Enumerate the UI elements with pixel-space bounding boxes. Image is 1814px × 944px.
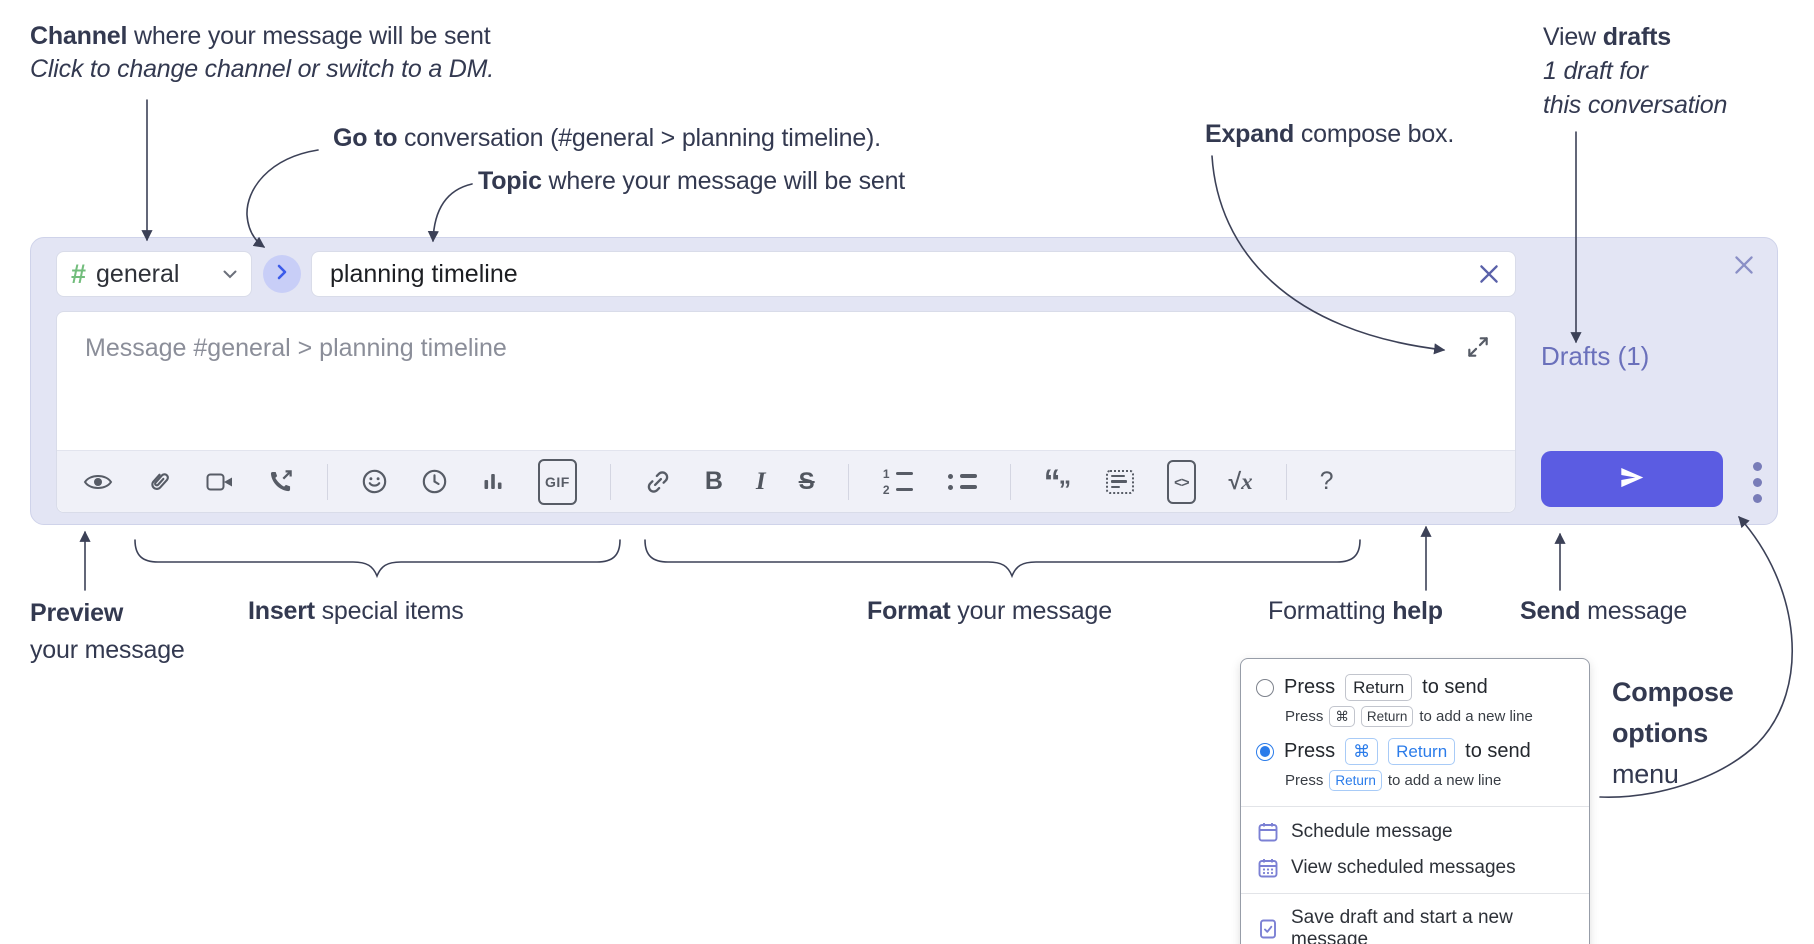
brace-format xyxy=(644,539,1361,579)
gif-icon[interactable]: GIF xyxy=(538,458,577,505)
poll-icon[interactable] xyxy=(481,464,505,500)
annotation-insert: Insert special items xyxy=(248,597,464,625)
menu-separator xyxy=(1241,893,1589,894)
radio-cmd-enter-to-send-hint: Press Return to add a new line xyxy=(1285,770,1502,791)
annotation-expand: Expand compose box. xyxy=(1205,120,1455,148)
radio-selected-icon[interactable] xyxy=(1256,742,1274,761)
annotation-topic: Topic where your message will be sent xyxy=(478,167,906,195)
kbd-return: Return xyxy=(1388,738,1456,765)
topic-field-wrap xyxy=(311,251,1516,297)
channel-hash-icon: # xyxy=(71,258,87,289)
annotation-compose-options: Compose options menu xyxy=(1612,677,1734,789)
brace-insert xyxy=(134,539,621,579)
clear-topic-icon[interactable] xyxy=(1476,261,1502,287)
menu-separator xyxy=(1241,806,1589,807)
menu-item-save-draft[interactable]: Save draft and start a new message xyxy=(1241,901,1589,944)
toolbar-divider xyxy=(609,463,611,500)
go-to-conversation-button[interactable] xyxy=(263,255,301,293)
kbd-cmd: ⌘ xyxy=(1329,706,1355,727)
radio-unselected-icon[interactable] xyxy=(1256,678,1274,697)
annotation-view-drafts: View drafts 1 draft for this conversatio… xyxy=(1543,23,1728,119)
arrow-goto xyxy=(246,149,319,248)
message-placeholder: Message #general > planning timeline xyxy=(85,334,507,362)
math-icon[interactable]: √x xyxy=(1228,468,1253,494)
bulleted-list-icon[interactable] xyxy=(946,464,977,500)
annotation-format: Format your message xyxy=(867,597,1112,625)
menu-item-schedule-message[interactable]: Schedule message xyxy=(1241,814,1589,850)
strikethrough-icon[interactable]: S xyxy=(798,467,815,495)
italic-icon[interactable]: I xyxy=(755,467,766,495)
help-icon[interactable]: ? xyxy=(1319,467,1334,495)
menu-item-view-scheduled[interactable]: View scheduled messages xyxy=(1241,850,1589,886)
annotation-preview: Preview your message xyxy=(30,599,185,664)
audio-call-icon[interactable] xyxy=(267,464,294,500)
drafts-link[interactable]: Drafts (1) xyxy=(1541,341,1650,371)
send-button[interactable] xyxy=(1541,451,1723,507)
arrow-topic xyxy=(427,183,473,243)
radio-enter-to-send-hint: Press ⌘ Return to add a new line xyxy=(1285,706,1533,727)
compose-options-dots-icon[interactable] xyxy=(1753,462,1762,503)
toolbar-divider xyxy=(847,463,849,500)
channel-name: general xyxy=(96,259,180,288)
kbd-return: Return xyxy=(1360,706,1414,727)
video-call-icon[interactable] xyxy=(206,464,234,500)
link-icon[interactable] xyxy=(644,464,672,500)
kbd-return: Return xyxy=(1345,674,1413,701)
toolbar-divider xyxy=(327,463,328,500)
channel-selector[interactable]: # general xyxy=(56,251,252,297)
toolbar-divider xyxy=(1009,463,1011,500)
compose-toolbar: GIF B I S 1 2 xyxy=(57,450,1515,512)
topic-input[interactable] xyxy=(311,251,1516,297)
annotation-goto: Go to conversation (#general > planning … xyxy=(333,124,881,152)
kbd-cmd: ⌘ xyxy=(1345,738,1379,765)
radio-enter-to-send[interactable]: Press Return to send xyxy=(1241,671,1589,704)
code-icon[interactable]: <> xyxy=(1167,459,1196,504)
annotation-send: Send message xyxy=(1520,597,1688,625)
bold-icon[interactable]: B xyxy=(704,467,723,495)
compose-options-menu: Press Return to send Press ⌘ Return to a… xyxy=(1240,658,1590,944)
attach-icon[interactable] xyxy=(146,464,173,500)
kbd-return: Return xyxy=(1329,770,1382,791)
annotation-channel: Channel where your message will be sent … xyxy=(30,22,495,83)
preview-eye-icon[interactable] xyxy=(83,464,113,500)
radio-cmd-enter-to-send[interactable]: Press ⌘ Return to send xyxy=(1241,735,1589,768)
quote-icon[interactable]: “” xyxy=(1043,462,1072,504)
chevron-down-icon xyxy=(223,270,237,279)
calendar-grid-icon xyxy=(1256,856,1280,880)
close-compose-icon[interactable] xyxy=(1731,252,1757,278)
annotation-formatting-help: Formatting help xyxy=(1268,597,1443,625)
compose-box: # general Message #general > planning ti… xyxy=(30,237,1778,525)
emoji-icon[interactable] xyxy=(361,464,388,500)
calendar-icon xyxy=(1256,820,1280,844)
expand-compose-icon[interactable] xyxy=(1465,334,1491,360)
chevron-right-icon xyxy=(277,264,287,285)
send-plane-icon xyxy=(1616,464,1648,494)
spoiler-icon[interactable] xyxy=(1106,464,1135,500)
toolbar-divider xyxy=(1285,463,1287,500)
message-box[interactable]: Message #general > planning timeline xyxy=(56,311,1516,513)
numbered-list-icon[interactable]: 1 2 xyxy=(882,464,913,500)
save-draft-icon xyxy=(1256,917,1280,941)
time-icon[interactable] xyxy=(421,464,448,500)
